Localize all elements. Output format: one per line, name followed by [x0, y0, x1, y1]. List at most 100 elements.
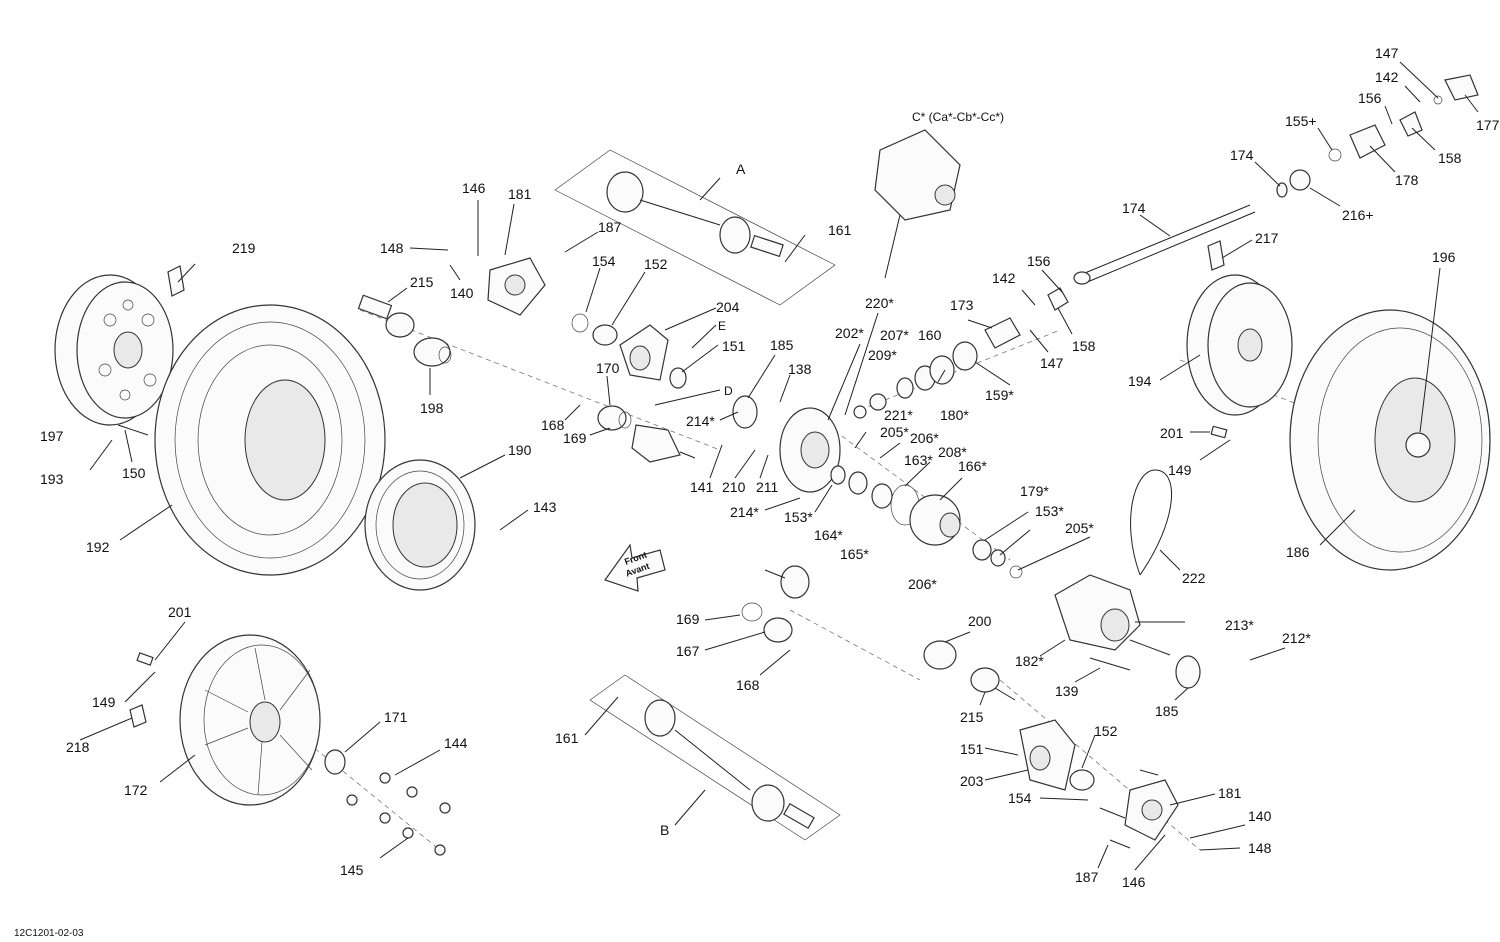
callout: 165*: [840, 546, 869, 562]
shaft-group-B: [589, 674, 841, 841]
valve-217: [1207, 240, 1225, 271]
callout: 154: [592, 253, 616, 269]
callout: 218: [66, 739, 90, 755]
callout: 159*: [985, 387, 1014, 403]
hub-181-left: [487, 257, 546, 316]
callout: 216+: [1342, 207, 1374, 223]
bearings-center: [830, 465, 1023, 579]
front-arrow: Front Avant: [604, 543, 666, 592]
callout: 174: [1122, 200, 1146, 216]
callout: 161: [828, 222, 852, 238]
joint-169-lower: [764, 565, 810, 599]
label-C: C* (Ca*-Cb*-Cc*): [912, 110, 1004, 124]
callout: 168: [541, 417, 565, 433]
callout: 206*: [908, 576, 937, 592]
callout: 192: [86, 539, 110, 555]
callout: 178: [1395, 172, 1419, 188]
boot-170: [597, 405, 632, 431]
callout: 181: [1218, 785, 1242, 801]
callout: 147: [1040, 355, 1064, 371]
callout: 160: [918, 327, 942, 343]
callout: 219: [232, 240, 256, 256]
cross-158-mid: [1047, 287, 1069, 311]
callout: 152: [644, 256, 668, 272]
callout: 185: [1155, 703, 1179, 719]
callout: 198: [420, 400, 444, 416]
ring-154-left: [571, 313, 589, 333]
valve-201-right: [1210, 425, 1228, 439]
bolts-139: [1089, 639, 1171, 671]
nuts-144-145: [346, 772, 451, 856]
callout: 212*: [1282, 630, 1311, 646]
seal-151-left: [669, 367, 687, 389]
callout: 201: [168, 604, 192, 620]
callout: 194: [1128, 373, 1152, 389]
callout: 173: [950, 297, 974, 313]
yoke-173: [984, 317, 1021, 349]
callout: 147: [1375, 45, 1399, 61]
callout: 161: [555, 730, 579, 746]
callout: 213*: [1225, 617, 1254, 633]
callout: 150: [122, 465, 146, 481]
wheel-172: [179, 634, 321, 806]
callout: 209*: [868, 347, 897, 363]
callout: 158: [1072, 338, 1096, 354]
callout: 166*: [958, 458, 987, 474]
callout: 154: [1008, 790, 1032, 806]
callout: 177: [1476, 117, 1500, 133]
boot-200: [923, 640, 957, 670]
callout: 200: [968, 613, 992, 629]
callout: 144: [444, 735, 468, 751]
rim-197: [54, 274, 174, 426]
callout: 153*: [1035, 503, 1064, 519]
knuckle-203: [1019, 719, 1076, 791]
callout: 163*: [904, 452, 933, 468]
joint-169-left: [631, 424, 696, 463]
callout: 182*: [1015, 653, 1044, 669]
callout: 215: [410, 274, 434, 290]
callout: 140: [1248, 808, 1272, 824]
callout: 151: [960, 741, 984, 757]
callout: 196: [1432, 249, 1456, 265]
callout: 214*: [730, 504, 759, 520]
bearing-152-right: [1069, 769, 1095, 791]
callout: 148: [380, 240, 404, 256]
callout: 168: [736, 677, 760, 693]
boot-167: [763, 617, 793, 643]
bearing-152-left: [592, 324, 618, 346]
callout: 141: [690, 479, 714, 495]
callout: 151: [722, 338, 746, 354]
hub-181-right: [1124, 779, 1179, 841]
label-B: B: [660, 822, 669, 838]
callout: 146: [1122, 874, 1146, 890]
prop-shaft-174: [1073, 204, 1256, 285]
callout: 222: [1182, 570, 1206, 586]
callout: 146: [462, 180, 486, 196]
callout: 172: [124, 782, 148, 798]
callout: 208*: [938, 444, 967, 460]
ring-169-lower: [741, 602, 763, 622]
callout: 180*: [940, 407, 969, 423]
callout: 152: [1094, 723, 1118, 739]
callout: 142: [1375, 69, 1399, 85]
valve-201-lower: [136, 652, 154, 666]
stub-215-left: [357, 294, 415, 338]
upper-joint-parts: [1276, 74, 1479, 198]
label-E: E: [718, 319, 726, 333]
callout: 139: [1055, 683, 1079, 699]
cable-222: [1130, 469, 1173, 576]
housing-182: [1054, 574, 1141, 651]
callout: 156: [1358, 90, 1382, 106]
callout: 149: [1168, 462, 1192, 478]
seal-185-right: [1175, 655, 1201, 689]
callout: 148: [1248, 840, 1272, 856]
callout: 217: [1255, 230, 1279, 246]
valve-219: [167, 265, 185, 297]
callout: 155+: [1285, 113, 1317, 129]
label-A: A: [736, 161, 746, 177]
cap-171: [324, 749, 346, 775]
callout: 197: [40, 428, 64, 444]
callout: 207*: [880, 327, 909, 343]
callout: 138: [788, 361, 812, 377]
